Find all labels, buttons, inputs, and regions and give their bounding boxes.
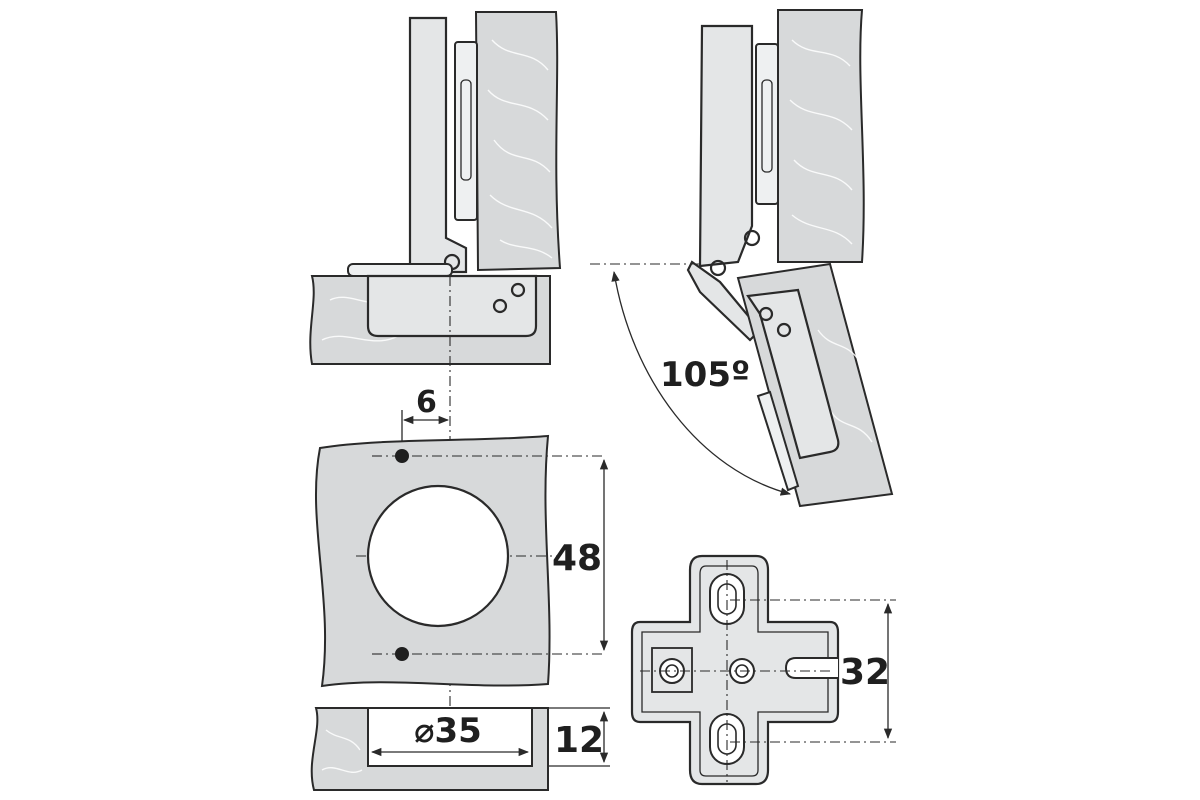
cup-hole	[366, 484, 510, 628]
mounting-plate-view: 32	[630, 554, 896, 786]
plate-spacing-label: 32	[840, 652, 890, 693]
screw-hole-top	[395, 449, 409, 463]
screw-hole-bottom	[395, 647, 409, 661]
angle-label: 105º	[660, 355, 750, 395]
drilling-pattern-view: 6 48	[315, 276, 609, 760]
door-grain-open	[817, 329, 873, 443]
cup-bore	[367, 707, 533, 767]
hinge-arm-open	[698, 24, 754, 268]
mounting-plate-open	[755, 43, 779, 205]
open-hinge-view: 105º	[590, 9, 894, 508]
hinge-cup	[366, 274, 538, 338]
mounting-plate-closed	[454, 41, 478, 221]
cup-depth-label: 12	[554, 720, 604, 761]
side-panel-grain-closed	[487, 39, 553, 259]
cup-diameter-label: ⌀35	[414, 711, 482, 751]
cup-section-view: ⌀35 12	[310, 707, 610, 791]
side-panel-open	[777, 9, 865, 263]
angle-arc	[611, 270, 792, 496]
hinge-flange	[347, 263, 453, 277]
door-section-grain	[321, 729, 363, 773]
side-panel-grain-open	[789, 39, 853, 245]
plate-notch	[784, 657, 838, 679]
hole-spacing-label: 48	[552, 538, 602, 579]
closed-hinge-view	[309, 11, 562, 365]
side-panel-closed	[474, 11, 562, 272]
offset-label: 6	[416, 385, 437, 420]
